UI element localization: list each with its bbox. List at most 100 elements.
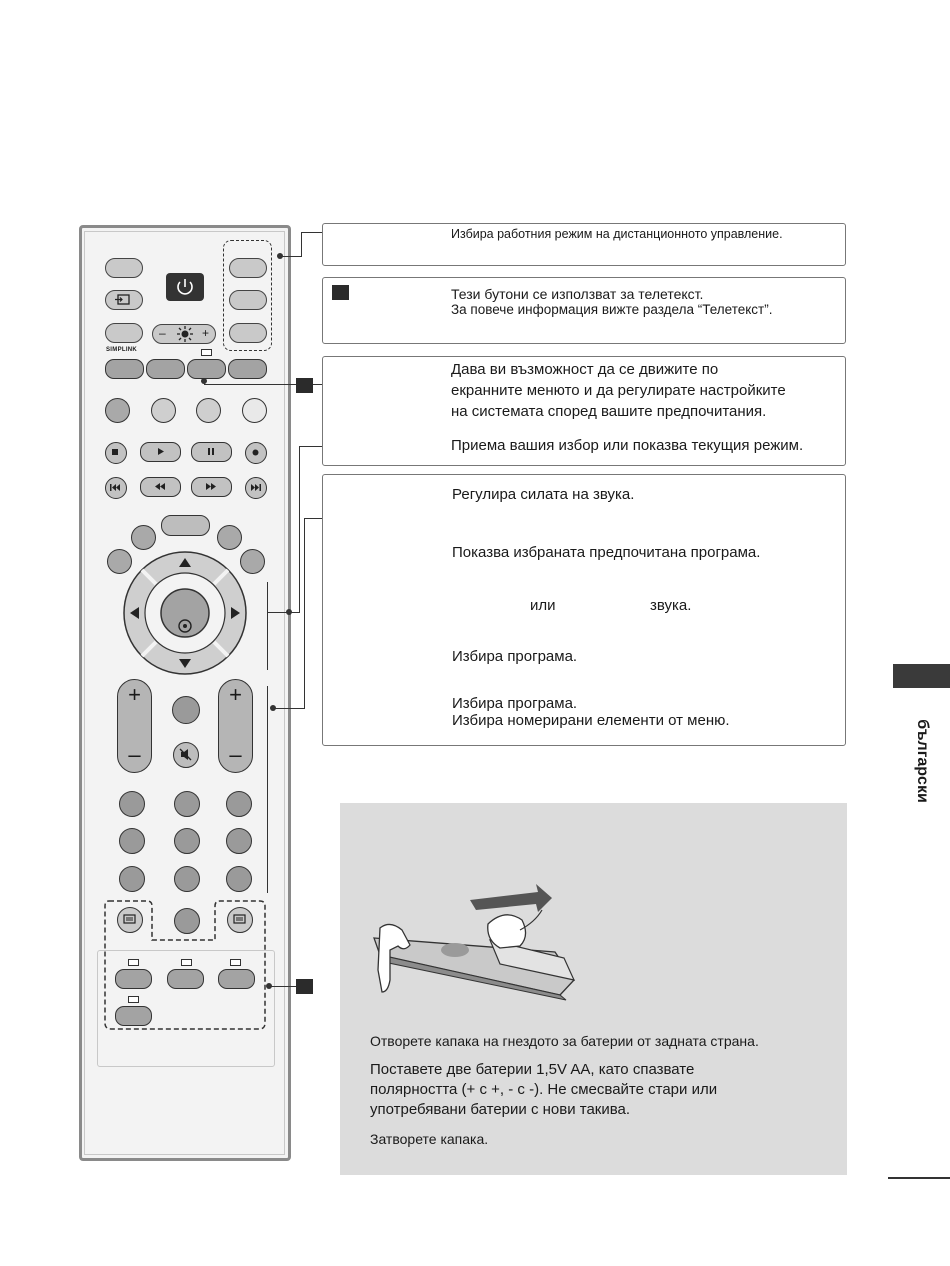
program-plus-label: + xyxy=(229,682,242,707)
number-4-button[interactable] xyxy=(119,828,145,854)
teletext-reveal-button[interactable] xyxy=(167,969,204,989)
teletext-update-icon xyxy=(128,996,139,1003)
connector-5c xyxy=(304,518,322,519)
number-2-button[interactable] xyxy=(174,791,200,817)
callout-teletext-line-1: Тези бутони се използват за телетекст. xyxy=(451,286,704,302)
callout-teletext xyxy=(322,277,846,344)
guide-button[interactable] xyxy=(228,359,267,379)
number-3-button[interactable] xyxy=(226,791,252,817)
brightness-rocker[interactable]: – + xyxy=(152,324,216,344)
teletext-button-right[interactable] xyxy=(227,907,253,933)
volume-rocker[interactable]: + – xyxy=(117,679,152,773)
record-button[interactable] xyxy=(245,442,267,464)
language-side-tab xyxy=(893,664,950,688)
input-icon xyxy=(115,294,130,305)
power-button[interactable] xyxy=(166,273,204,301)
teletext-list-icon xyxy=(233,914,246,924)
back-button[interactable] xyxy=(107,549,132,574)
tv-mode-button[interactable] xyxy=(105,258,143,278)
stop-button[interactable] xyxy=(105,442,127,464)
connector-dot-6 xyxy=(266,983,272,989)
teletext-size-button[interactable] xyxy=(218,969,255,989)
input-button[interactable] xyxy=(105,290,143,310)
battery-install-panel xyxy=(340,803,847,1175)
connector-4a xyxy=(268,612,300,613)
callout-mode-text: Избира работния режим на дистанционното … xyxy=(451,227,783,241)
callout-vp-line-5: Избира програма. xyxy=(452,695,578,712)
battery-cover-illustration xyxy=(373,884,576,1001)
red-button[interactable] xyxy=(105,398,130,423)
skip-forward-icon xyxy=(251,484,261,491)
fast-forward-icon xyxy=(206,483,216,490)
connector-5a xyxy=(274,708,305,709)
blue-button[interactable] xyxy=(242,398,267,423)
remote-inner-panel xyxy=(84,231,285,1155)
connector-1b xyxy=(301,232,302,257)
connector-3b xyxy=(204,384,322,385)
volume-plus-label: + xyxy=(128,682,141,707)
teletext-update-button[interactable] xyxy=(115,1006,152,1026)
mode-button-3[interactable] xyxy=(229,323,267,343)
yellow-button[interactable] xyxy=(196,398,221,423)
play-icon xyxy=(158,448,164,455)
info-button[interactable] xyxy=(131,525,156,550)
program-rocker[interactable]: + – xyxy=(218,679,253,773)
pause-icon xyxy=(208,448,214,455)
q-menu-button[interactable] xyxy=(161,515,210,536)
teletext-hold-button[interactable] xyxy=(115,969,152,989)
volume-minus-label: – xyxy=(128,742,141,767)
number-8-button[interactable] xyxy=(174,866,200,892)
pause-button[interactable] xyxy=(191,442,232,462)
mute-button[interactable] xyxy=(173,742,199,768)
play-button[interactable] xyxy=(140,442,181,462)
connector-3a xyxy=(204,378,205,384)
remote-control-illustration xyxy=(79,225,291,1161)
number-0-button[interactable] xyxy=(174,908,200,934)
mark-button[interactable] xyxy=(172,696,200,724)
callout-vp-line-4: Избира програма. xyxy=(452,648,578,665)
fast-forward-button[interactable] xyxy=(191,477,232,497)
callout-nav-line-3: на системата според вашите предпочитания… xyxy=(451,403,767,420)
number-6-button[interactable] xyxy=(226,828,252,854)
mode-button-1[interactable] xyxy=(229,258,267,278)
remote-bottom-panel xyxy=(97,950,275,1067)
connector-1a xyxy=(282,256,302,257)
battery-step-2-line-3: употребявани батерии с нови такива. xyxy=(370,1101,631,1118)
skip-forward-button[interactable] xyxy=(245,477,267,499)
connector-4b xyxy=(299,446,300,613)
number-7-button[interactable] xyxy=(119,866,145,892)
skip-back-button[interactable] xyxy=(105,477,127,499)
mode-button-2[interactable] xyxy=(229,290,267,310)
callout-nav-line-4: Приема вашия избор или показва текущия р… xyxy=(451,437,804,454)
number-9-button[interactable] xyxy=(226,866,252,892)
mode-buttons-dashed-group xyxy=(223,240,272,351)
connector-1c xyxy=(301,232,322,233)
marker-square-3 xyxy=(296,979,313,994)
teletext-button-left[interactable] xyxy=(117,907,143,933)
teletext-icon xyxy=(123,914,136,924)
skip-back-icon xyxy=(110,484,120,491)
green-button[interactable] xyxy=(151,398,176,423)
marker-square-2 xyxy=(296,378,313,393)
battery-step-2-line-2: полярността (+ с +, - с -). Не смесвайте… xyxy=(370,1081,718,1098)
rewind-icon xyxy=(155,483,165,490)
number-1-button[interactable] xyxy=(119,791,145,817)
teletext-dashed-group xyxy=(104,900,266,1030)
connector-dot-5 xyxy=(270,705,276,711)
teletext-hold-icon xyxy=(128,959,139,966)
simplink-button[interactable] xyxy=(105,359,144,379)
navigation-dpad[interactable] xyxy=(122,550,248,676)
callout-vp-line-3a: или xyxy=(530,597,556,614)
teletext-menu-button[interactable] xyxy=(187,359,226,379)
teletext-reveal-icon xyxy=(181,959,192,966)
exit-button[interactable] xyxy=(217,525,242,550)
callout-volume-program xyxy=(322,474,846,746)
number-5-button[interactable] xyxy=(174,828,200,854)
ratio-button[interactable] xyxy=(105,323,143,343)
bracket-numbers xyxy=(267,686,268,893)
rewind-button[interactable] xyxy=(140,477,181,497)
fav-button[interactable] xyxy=(240,549,265,574)
callout-nav-line-1: Дава ви възможност да се движите по xyxy=(451,361,719,378)
menu-button[interactable] xyxy=(146,359,185,379)
program-minus-label: – xyxy=(229,742,242,767)
